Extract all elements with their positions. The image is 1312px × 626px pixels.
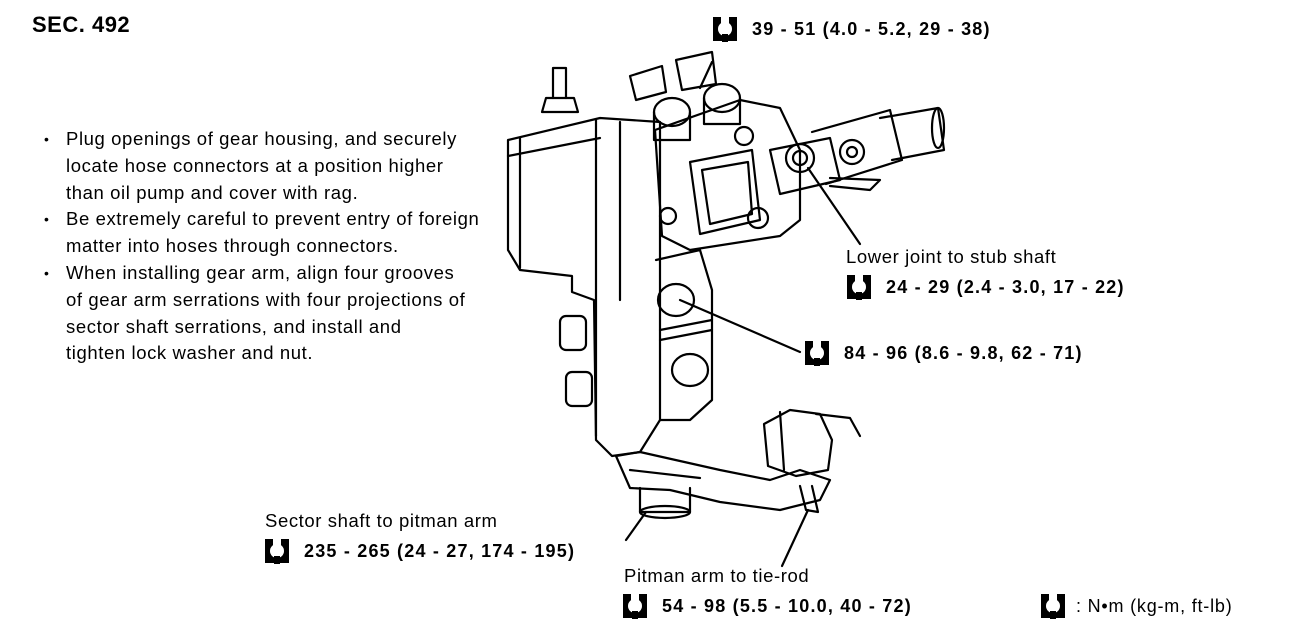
note-item: • Be extremely careful to prevent entry … — [44, 206, 486, 260]
leader-line — [624, 510, 648, 542]
hose-connector-right — [674, 50, 718, 92]
bullet-icon: • — [44, 131, 50, 147]
note-text: When installing gear arm, align four gro… — [66, 261, 466, 364]
leader-line — [678, 298, 802, 354]
leader-line — [698, 60, 714, 90]
lower-joint-label: Lower joint to stub shaft — [846, 246, 1057, 267]
input-shaft-collar — [540, 96, 580, 114]
section-title: SEC. 492 — [32, 12, 131, 37]
pitman-arm — [614, 450, 832, 512]
units-text: : N•m (kg-m, ft-lb) — [1076, 595, 1233, 616]
torque-wrench-icon — [847, 274, 871, 300]
stub-shaft — [878, 106, 946, 162]
bullet-icon: • — [44, 264, 50, 281]
torque-spec-pitman-arm: 54 - 98 (5.5 - 10.0, 40 - 72) — [622, 593, 912, 619]
torque-wrench-icon — [713, 16, 737, 42]
torque-spec-sector-shaft: 235 - 265 (24 - 27, 174 - 195) — [264, 538, 575, 564]
pitman-arm-label: Pitman arm to tie-rod — [624, 565, 810, 586]
torque-wrench-icon — [265, 538, 289, 564]
hose-connector-left — [628, 64, 668, 102]
torque-value: 24 - 29 (2.4 - 3.0, 17 - 22) — [886, 276, 1125, 297]
torque-value: 84 - 96 (8.6 - 9.8, 62 - 71) — [844, 342, 1083, 363]
leader-line — [780, 508, 810, 568]
units-legend: : N•m (kg-m, ft-lb) — [1040, 593, 1233, 619]
housing-bolt — [670, 352, 710, 388]
note-item: • When installing gear arm, align four g… — [44, 260, 466, 367]
leader-line — [806, 166, 862, 246]
torque-spec-top: 39 - 51 (4.0 - 5.2, 29 - 38) — [712, 16, 991, 42]
torque-wrench-icon — [805, 340, 829, 366]
tie-rod-end — [762, 408, 834, 478]
torque-value: 235 - 265 (24 - 27, 174 - 195) — [304, 540, 576, 561]
torque-value: 39 - 51 (4.0 - 5.2, 29 - 38) — [752, 18, 991, 39]
torque-spec-housing: 84 - 96 (8.6 - 9.8, 62 - 71) — [804, 340, 1083, 366]
sector-shaft-label: Sector shaft to pitman arm — [265, 510, 498, 531]
note-text: Be extremely careful to prevent entry of… — [66, 208, 480, 257]
torque-wrench-icon — [1041, 593, 1065, 619]
sector-shaft-nut — [638, 486, 692, 514]
valve-housing — [653, 98, 802, 252]
note-text: Plug openings of gear housing, and secur… — [66, 128, 457, 203]
torque-spec-lower-joint: 24 - 29 (2.4 - 3.0, 17 - 22) — [846, 274, 1125, 300]
housing-bolt — [656, 282, 696, 318]
torque-value: 54 - 98 (5.5 - 10.0, 40 - 72) — [662, 595, 912, 616]
instruction-notes: • Plug openings of gear housing, and sec… — [44, 126, 484, 367]
torque-wrench-icon — [623, 593, 647, 619]
mount-bolt — [564, 370, 594, 408]
mount-bolt — [558, 314, 588, 352]
bullet-icon: • — [44, 211, 50, 228]
note-item: • Plug openings of gear housing, and sec… — [44, 126, 486, 206]
input-shaft-tip — [551, 66, 568, 100]
